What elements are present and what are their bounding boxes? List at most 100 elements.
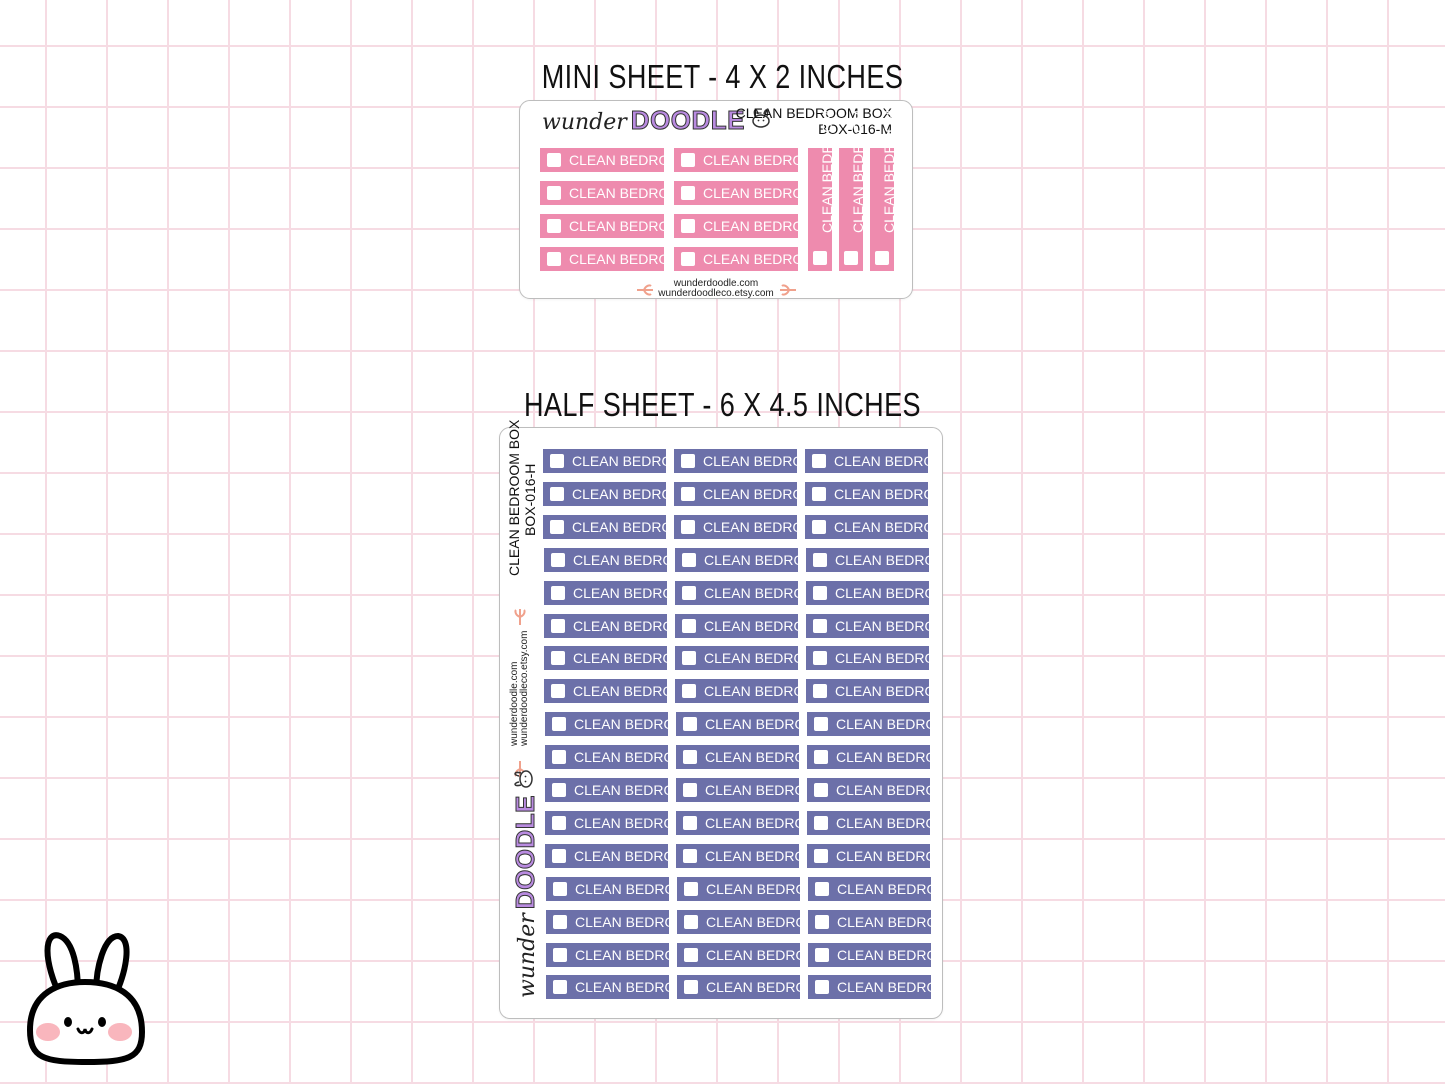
checkbox-icon bbox=[683, 717, 697, 731]
half-sheet-info: CLEAN BEDROOM BOX BOX-016-H bbox=[506, 420, 538, 576]
checkbox-icon bbox=[681, 487, 695, 501]
sticker-label: CLEAN BEDROOM bbox=[575, 947, 669, 963]
sticker-label: CLEAN BEDROOM bbox=[836, 782, 930, 798]
checkbox-icon bbox=[814, 717, 828, 731]
checklist-sticker: CLEAN BEDROOM bbox=[674, 515, 797, 539]
sticker-label: CLEAN BEDROOM bbox=[574, 749, 668, 765]
checkbox-icon bbox=[553, 915, 567, 929]
sticker-label: CLEAN BEDROOM bbox=[574, 782, 668, 798]
checklist-sticker: CLEAN BEDROOM bbox=[674, 181, 798, 205]
sticker-label: CLEAN BEDROOM bbox=[836, 749, 930, 765]
sticker-label: CLEAN BEDROOM bbox=[573, 618, 667, 634]
mini-sheet: wunder DOODLE CLEAN BEDROOM BOX BOX-016-… bbox=[519, 100, 913, 299]
checkbox-icon bbox=[875, 251, 889, 265]
checkbox-icon bbox=[547, 186, 561, 200]
mini-sheet-info: CLEAN BEDROOM BOX BOX-016-M bbox=[736, 105, 892, 137]
brand-script: wunder bbox=[542, 110, 627, 135]
checkbox-icon bbox=[812, 487, 826, 501]
checkbox-icon bbox=[814, 816, 828, 830]
checkbox-icon bbox=[684, 948, 698, 962]
checkbox-icon bbox=[813, 251, 827, 265]
checklist-sticker: CLEAN BEDROOM bbox=[808, 877, 931, 901]
checklist-sticker: CLEAN BEDROOM bbox=[545, 745, 668, 769]
checkbox-icon bbox=[681, 153, 695, 167]
checklist-sticker: CLEAN BEDROOM bbox=[807, 844, 930, 868]
checklist-sticker: CLEAN BEDROOM bbox=[806, 581, 929, 605]
sticker-label: CLEAN BEDROOM bbox=[705, 782, 799, 798]
checklist-sticker: CLEAN BEDROOM bbox=[543, 482, 666, 506]
brand-bold: DOODLE bbox=[630, 105, 746, 136]
checklist-sticker: CLEAN BEDROOM bbox=[540, 148, 664, 172]
checkbox-icon bbox=[553, 948, 567, 962]
leaf-sprig-icon bbox=[514, 609, 526, 625]
checkbox-icon bbox=[683, 816, 697, 830]
checklist-sticker: CLEAN BEDROOM bbox=[676, 811, 799, 835]
checklist-sticker: CLEAN BEDROOM bbox=[807, 745, 930, 769]
checklist-sticker: CLEAN BEDROOM bbox=[540, 214, 664, 238]
mini-etsy: wunderdoodleco.etsy.com bbox=[658, 288, 774, 299]
checkbox-icon bbox=[814, 849, 828, 863]
checkbox-icon bbox=[844, 251, 858, 265]
sticker-label: CLEAN BEDROOM bbox=[706, 979, 800, 995]
checkbox-icon bbox=[551, 684, 565, 698]
sticker-label: CLEAN BEDROOM bbox=[705, 716, 799, 732]
sticker-label: CLEAN BEDROOM bbox=[573, 683, 667, 699]
checkbox-icon bbox=[551, 619, 565, 633]
checkbox-icon bbox=[682, 651, 696, 665]
sticker-label: CLEAN BEDROOM bbox=[835, 585, 929, 601]
checkbox-icon bbox=[683, 783, 697, 797]
checkbox-icon bbox=[552, 816, 566, 830]
checkbox-icon bbox=[684, 915, 698, 929]
checklist-sticker: CLEAN BEDROOM bbox=[674, 247, 798, 271]
sticker-label: CLEAN BEDROOM bbox=[835, 650, 929, 666]
checkbox-icon bbox=[813, 651, 827, 665]
sticker-label: CLEAN BEDROOM bbox=[572, 453, 666, 469]
checkbox-icon bbox=[682, 619, 696, 633]
checklist-sticker: CLEAN BEDROOM bbox=[805, 449, 928, 473]
checklist-sticker: CLEAN BEDROOM bbox=[805, 482, 928, 506]
checklist-sticker: CLEAN BEDROOM bbox=[806, 614, 929, 638]
sticker-label: CLEAN BEDROOM bbox=[572, 486, 666, 502]
checklist-sticker: CLEAN BEDROOM bbox=[546, 943, 669, 967]
checklist-sticker: CLEAN BEDROOM bbox=[675, 581, 798, 605]
checklist-sticker: CLEAN BEDROOM bbox=[545, 778, 668, 802]
sticker-label: CLEAN BEDROOM bbox=[834, 486, 928, 502]
checklist-sticker: CLEAN BEDROOM bbox=[806, 679, 929, 703]
checklist-sticker: CLEAN BEDROOM bbox=[540, 181, 664, 205]
checklist-sticker: CLEAN BEDROOM bbox=[675, 646, 798, 670]
mini-sheet-name: CLEAN BEDROOM BOX bbox=[735, 105, 892, 121]
checklist-sticker: CLEAN BEDROOM bbox=[674, 148, 798, 172]
sticker-label: CLEAN BEDROOM bbox=[703, 486, 797, 502]
checklist-sticker: CLEAN BEDROOM bbox=[546, 910, 669, 934]
checkbox-icon bbox=[812, 520, 826, 534]
checkbox-icon bbox=[681, 252, 695, 266]
sticker-label: CLEAN BEDROOM bbox=[574, 815, 668, 831]
checklist-sticker: CLEAN BEDROOM bbox=[546, 975, 669, 999]
checkbox-icon bbox=[684, 980, 698, 994]
mini-footer: wunderdoodle.com wunderdoodleco.etsy.com bbox=[520, 279, 912, 299]
bunny-logo-icon bbox=[514, 770, 533, 788]
sticker-label: CLEAN BEDROOM bbox=[572, 519, 666, 535]
checkbox-icon bbox=[681, 520, 695, 534]
sticker-label: CLEAN BEDROOM bbox=[703, 251, 798, 267]
leaf-sprig-icon bbox=[637, 284, 653, 296]
sticker-label: CLEAN BEDROOM bbox=[569, 152, 664, 168]
checklist-sticker: CLEAN BEDROOM bbox=[545, 811, 668, 835]
checklist-sticker: CLEAN BEDROOM bbox=[546, 877, 669, 901]
mini-sheet-code: BOX-016-M bbox=[818, 121, 892, 137]
checkbox-icon bbox=[683, 750, 697, 764]
checklist-sticker: CLEAN BEDROOM bbox=[808, 975, 931, 999]
checkbox-icon bbox=[550, 454, 564, 468]
checklist-sticker: CLEAN BEDROOM bbox=[544, 679, 667, 703]
checklist-sticker: CLEAN BEDROOM bbox=[545, 844, 668, 868]
checkbox-icon bbox=[682, 586, 696, 600]
checkbox-icon bbox=[813, 586, 827, 600]
sticker-label: CLEAN BEDROOM bbox=[835, 683, 929, 699]
checklist-sticker: CLEAN BEDROOM bbox=[677, 910, 800, 934]
sticker-label: CLEAN BEDROOM bbox=[836, 815, 930, 831]
sticker-label: CLEAN BEDROOM bbox=[575, 881, 669, 897]
sticker-label: CLEAN BEDROOM bbox=[704, 618, 798, 634]
checkbox-icon bbox=[547, 153, 561, 167]
sticker-label: CLEAN BEDROOM bbox=[836, 848, 930, 864]
sticker-label: CLEAN BEDROOM bbox=[573, 552, 667, 568]
